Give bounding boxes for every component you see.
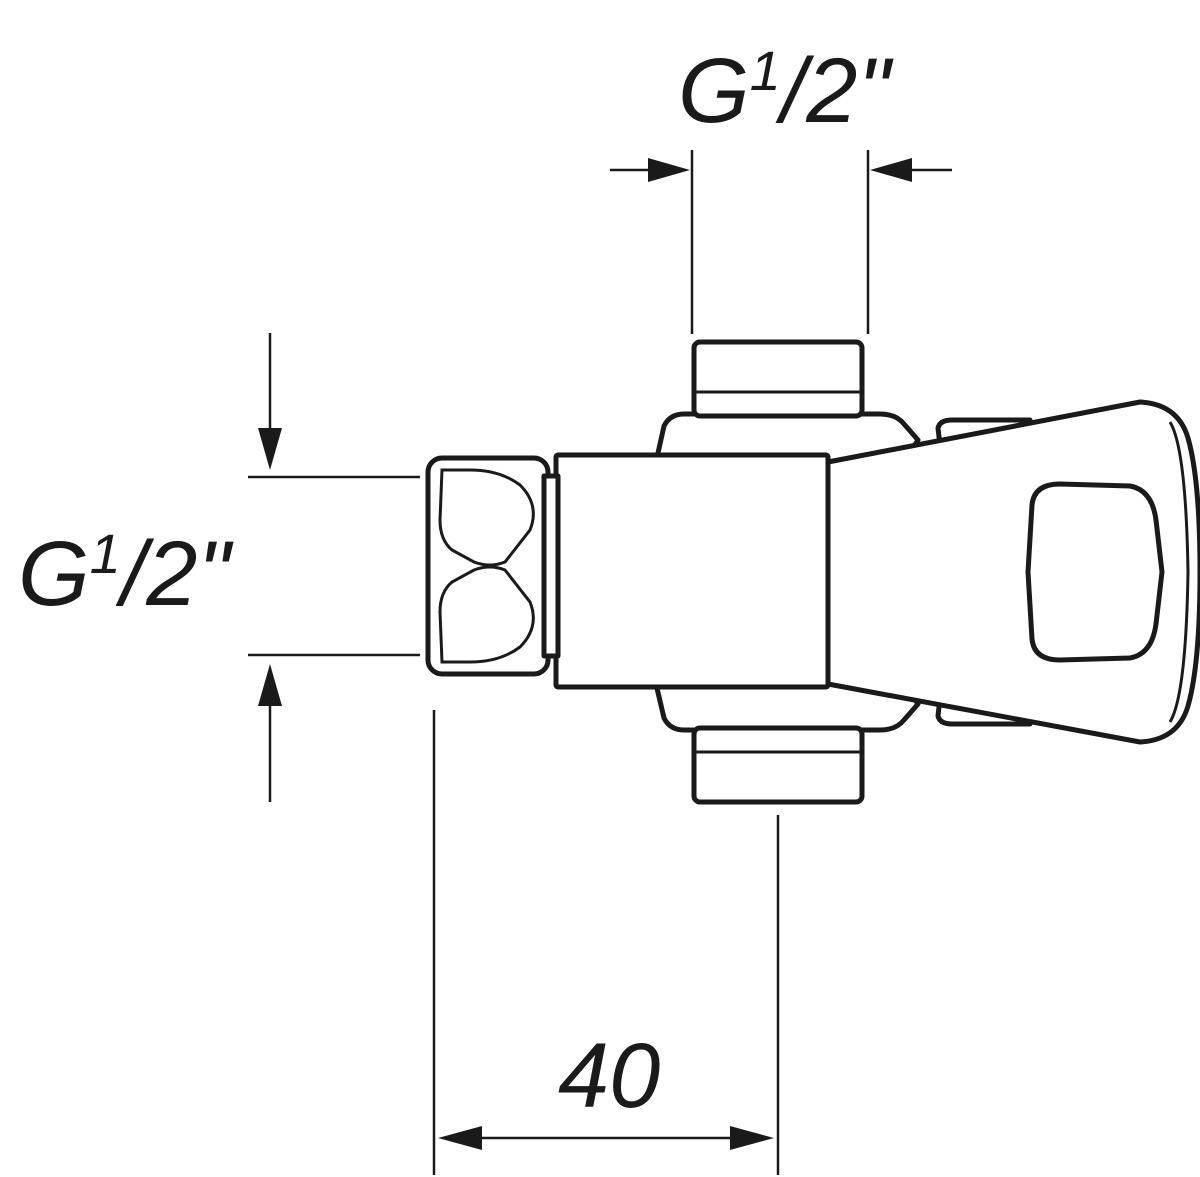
hex-nut-face-top xyxy=(438,468,535,567)
side-thread-dimension: G1/2" xyxy=(18,333,420,802)
top-thread-dimension: G1/2" xyxy=(610,39,952,334)
length-label: 40 xyxy=(558,1025,660,1127)
length-arrow-right xyxy=(730,1126,774,1150)
top-arrow-left xyxy=(648,158,690,182)
top-thread-label: G1/2" xyxy=(678,39,894,142)
valve-body xyxy=(425,339,1200,805)
top-connector-flange xyxy=(653,411,921,465)
length-dimension: 40 xyxy=(432,710,780,1175)
bottom-threaded-connector xyxy=(691,725,865,805)
bottom-connector-flange xyxy=(653,681,921,733)
hex-nut-collar xyxy=(541,473,561,659)
main-body xyxy=(553,452,831,690)
lever-end-cap xyxy=(1168,421,1190,723)
side-thread-label: G1/2" xyxy=(18,522,234,625)
length-arrow-left xyxy=(438,1126,482,1150)
lever-grip-recess xyxy=(1025,481,1165,663)
top-threaded-connector xyxy=(691,339,865,419)
hex-nut-face-bottom xyxy=(438,565,535,664)
side-arrow-bottom xyxy=(258,664,282,706)
top-arrow-right xyxy=(870,158,912,182)
side-arrow-top xyxy=(258,428,282,470)
